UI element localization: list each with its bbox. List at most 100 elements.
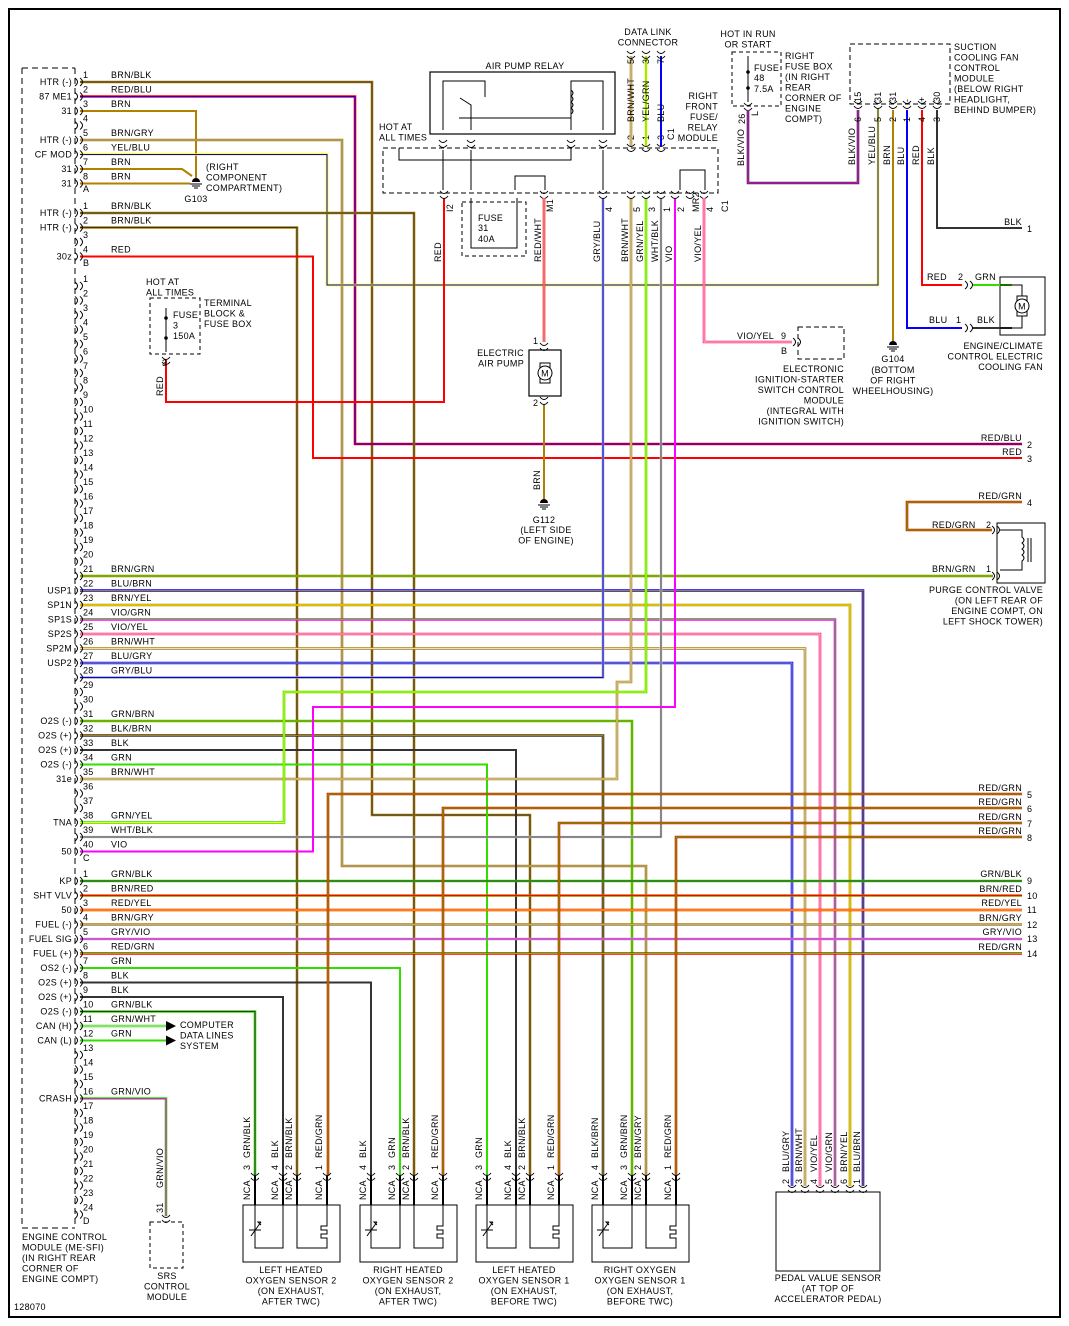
cooling-fan-name: ENGINE/CLIMATE: [963, 341, 1043, 351]
relay-module-top-pin-icon: [656, 143, 666, 152]
wire-stripe-color: [80, 1098, 167, 1216]
right-fuse-box-box: [731, 51, 782, 107]
pedal-sensor-name: ACCELERATOR PEDAL): [774, 1294, 881, 1304]
suction-fan-wire-label: BLK: [926, 147, 936, 165]
ecm-pin-d16-icon: [74, 1094, 83, 1103]
wire-blk-terminal1: [936, 110, 1022, 229]
right-fuse-box-name: RIGHT: [785, 51, 815, 61]
ecm-pin-number: 2: [83, 85, 88, 95]
ecm-pin-c21-icon: [74, 571, 83, 581]
wire-stripe-color: [558, 822, 1022, 1176]
ecm-pin-c33-icon: [74, 745, 83, 755]
ecm-wire-d8: [80, 981, 372, 1176]
ecm-pin-number: 14: [83, 463, 94, 473]
right-terminal-wire-label: RED/GRN: [978, 826, 1022, 836]
wire-stripe-color: [747, 110, 859, 184]
ignition-module-name: (INTEGRAL WITH: [767, 406, 844, 416]
wire-stripe-color: [906, 501, 1022, 531]
fuse-48-label: FUSE: [754, 63, 779, 73]
ecm-pin-number: 15: [83, 1072, 94, 1082]
relay-module-name: RELAY: [688, 123, 718, 133]
sensor-pin-icon: [395, 1172, 405, 1181]
ecm-pin-number: 38: [83, 811, 94, 821]
ecm-wire-b1: [80, 211, 416, 1176]
relay-hot-label: HOT AT: [379, 122, 413, 132]
ecm-wire-color-label: BLU/GRY: [111, 651, 152, 661]
ecm-pin-number: 9: [83, 985, 88, 995]
pedal-pin-icon: [787, 1184, 797, 1193]
sensor-pin-icon: [554, 1172, 564, 1181]
ecm-pin-c40-icon: [74, 847, 83, 856]
dlc-pin-icon: [626, 50, 636, 59]
fuse-3-node: [164, 316, 168, 320]
suction-fan-terminal-label: -: [902, 99, 912, 102]
ecm-wire-color-label: BRN/BLK: [111, 201, 152, 211]
g103-label: G103: [184, 194, 207, 204]
pedal-pin-label: 3: [794, 1179, 804, 1184]
ecm-pin-function: 87 ME1: [39, 92, 72, 102]
cooling-fan-name: COOLING FAN: [978, 362, 1043, 372]
ecm-pin-c37-icon: [74, 803, 83, 813]
suction-fan-terminal-label: 30: [932, 91, 942, 102]
ecm-connector-letter: D: [83, 1216, 90, 1226]
sensor-pin-icon: [322, 1172, 332, 1181]
relay-module-wire-label: GRN/YEL: [635, 220, 645, 262]
right-fuse-box-pin: 26: [737, 113, 747, 124]
ecm-pin-number: 10: [83, 405, 94, 415]
relay-module-name: FUSE/: [690, 112, 718, 122]
ecm-pin-function: O2S (-): [40, 760, 72, 770]
ecm-pin-number: 13: [83, 448, 94, 458]
wire-stripe-color: [80, 1011, 256, 1176]
wire-main-color: [80, 719, 634, 1176]
fan-pin-label: 2: [958, 272, 963, 282]
ecm-name: ENGINE CONTROL: [22, 1232, 107, 1242]
ecm-wire-color-label: GRN/WHT: [111, 1014, 156, 1024]
ecm-pin-c32-icon: [74, 731, 83, 740]
relay-module-pin-label: 3: [647, 207, 657, 212]
fuse-48-label: 7.5A: [754, 84, 774, 94]
relay-socket-icon: [466, 139, 476, 148]
suction-fan-terminal-label: 31: [888, 91, 898, 102]
ecm-pin-number: 5: [83, 332, 88, 342]
right-terminal-number: 12: [1027, 920, 1038, 930]
suction-fan-module-name: CONTROL: [954, 63, 1000, 73]
pedal-pin-label: 2: [781, 1179, 791, 1184]
ecm-pin-function: USP2: [47, 658, 72, 668]
ecm-pin-number: 4: [83, 114, 88, 124]
ecm-pin-number: 19: [83, 535, 94, 545]
ecm-name: (IN RIGHT REAR: [22, 1253, 96, 1263]
relay-module-pin-label: M1: [545, 199, 555, 212]
relay-module-wire-label: VIO/YEL: [693, 225, 703, 262]
arrow-can-h-icon: [166, 1021, 176, 1031]
ecm-wire-color-label: GRN/BRN: [111, 709, 155, 719]
fuse-3-label: 3: [173, 321, 178, 331]
dlc-wire-label: BRN/WHT: [626, 78, 636, 122]
wire-stripe-color: [442, 807, 1022, 1176]
sensor-nca-label: NCA: [314, 1180, 324, 1200]
suction-fan-terminal-label: 15: [853, 91, 863, 102]
data-lines-name: SYSTEM: [180, 1041, 219, 1051]
ecm-pin-number: 3: [83, 99, 88, 109]
sensor-pin-icon: [525, 1172, 535, 1181]
suction-fan-pin-label: 5: [873, 117, 883, 122]
suction-fan-wire-label: BLU: [896, 147, 906, 165]
ecm-pin-number: 4: [83, 913, 88, 923]
ecm-pin-number: 11: [83, 1014, 93, 1024]
sensor-pin-label: 3: [387, 1165, 397, 1170]
ecm-wire-color-label: BRN/GRY: [111, 913, 154, 923]
fuse-48-node: [746, 70, 750, 74]
ecm-pin-number: 30: [83, 695, 94, 705]
ecm-pin-number: 12: [83, 434, 94, 444]
sensor-nca-label: NCA: [401, 1180, 411, 1200]
sensor-pin-icon: [482, 1172, 492, 1181]
ecm-pin-number: 3: [83, 898, 88, 908]
g104-location: OF RIGHT: [870, 376, 916, 386]
cooling-fan-motor-icon: M: [1014, 295, 1030, 317]
ecm-pin-a1-icon: [74, 77, 83, 87]
ecm-wire-color-label: BRN/RED: [111, 884, 154, 894]
ecm-pin-number: 27: [83, 651, 94, 661]
wire-stripe-color: [80, 212, 415, 1176]
ecm-wire-color-label: GRY/BLU: [111, 666, 152, 676]
wire-main-color: [906, 110, 962, 329]
ecm-pin-a6-icon: [74, 150, 83, 159]
